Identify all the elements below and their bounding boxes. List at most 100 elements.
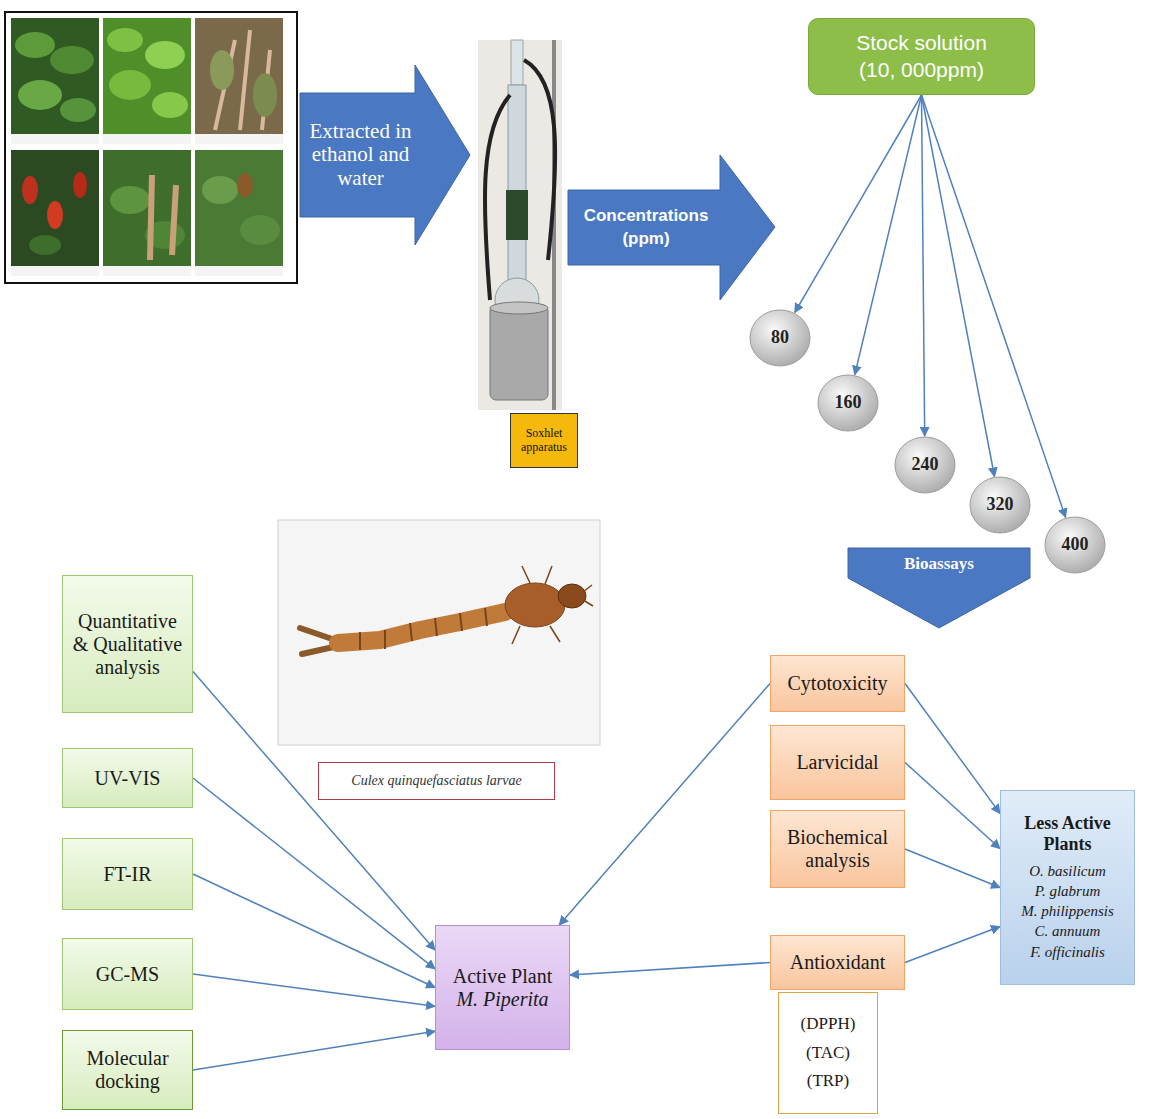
- node-label: Soxhlet apparatus: [515, 427, 573, 455]
- plant-photo-grid: [5, 12, 297, 283]
- node-body: Stock solution (10, 000ppm): [809, 19, 1034, 94]
- plant-photo-grid-part: [195, 266, 283, 276]
- plant-photo-grid-part: [145, 41, 185, 69]
- result-box: Less Active PlantsO. basilicumP. glabrum…: [1000, 790, 1135, 985]
- plant-photo-grid-part: [150, 175, 176, 260]
- concentration-circle-outline-part: [970, 477, 1030, 533]
- larva-photo-part: [338, 612, 505, 643]
- connector-arrow: [905, 684, 1000, 814]
- node-label: 400: [1062, 535, 1089, 555]
- connector-arrow: [193, 778, 435, 969]
- soxhlet-apparatus-photo-part: [485, 95, 510, 300]
- result-heading: Active Plant: [453, 965, 552, 988]
- node-label: GC-MS: [96, 963, 159, 986]
- flow-arrow: Bioassays: [848, 548, 1030, 628]
- connector-arrow: [922, 95, 995, 477]
- text-group: Larvicidal: [777, 751, 898, 774]
- node-label: Extracted in ethanol and water: [306, 120, 415, 191]
- text-group: GC-MS: [69, 963, 186, 986]
- connector-arrow: [193, 672, 435, 950]
- node-body: Bioassays: [858, 550, 1020, 578]
- node-body: Biochemical analysis: [771, 811, 904, 887]
- text-group: Antioxidant: [777, 951, 898, 974]
- plant-photo-grid-part: [11, 134, 99, 144]
- node-body: Concentrations (ppm): [572, 190, 720, 265]
- plant-name: M. Piperita: [456, 988, 548, 1011]
- connector-arrow: [905, 849, 1000, 888]
- node-body: FT-IR: [63, 839, 192, 909]
- node-body: 320: [969, 476, 1031, 534]
- flow-arrow-outline: [568, 155, 775, 300]
- node-body: 160: [817, 374, 879, 432]
- node-body: Culex quinquefasciatus larvae: [319, 763, 554, 799]
- node-body: Antioxidant: [771, 936, 904, 989]
- plant-photo-grid-part: [11, 18, 99, 134]
- plant-photo-grid-part: [29, 235, 61, 255]
- node-body: 240: [894, 436, 956, 494]
- node-body: (DPPH) (TAC) (TRP): [779, 993, 877, 1113]
- soxhlet-apparatus-photo-part: [508, 85, 526, 285]
- plant-photo-grid-part: [73, 172, 87, 198]
- plant-photo-grid-part: [195, 134, 283, 144]
- node-body: Larvicidal: [771, 726, 904, 799]
- text-group: Quantitative & Qualitative analysis: [69, 610, 186, 679]
- caption-box: Soxhlet apparatus: [510, 413, 578, 468]
- node-label: UV-VIS: [95, 767, 161, 790]
- plant-name: C. annuum: [1035, 921, 1101, 941]
- flow-arrow-outline-part: [300, 65, 470, 245]
- node-label: Stock solution (10, 000ppm): [847, 30, 996, 83]
- plant-photo-grid-part: [22, 176, 38, 204]
- text-group: Concentrations (ppm): [572, 205, 720, 249]
- plant-name: M. philippensis: [1021, 901, 1114, 921]
- node-label: Culex quinquefasciatus larvae: [351, 773, 521, 789]
- plant-name: F. officinalis: [1030, 942, 1105, 962]
- node-body: UV-VIS: [63, 749, 192, 807]
- soxhlet-apparatus-photo: [478, 40, 562, 410]
- method-box: Molecular docking: [62, 1030, 193, 1110]
- node-body: Cytotoxicity: [771, 656, 904, 711]
- soxhlet-apparatus-photo-part: [478, 40, 562, 410]
- text-group: Active PlantM. Piperita: [444, 965, 561, 1011]
- node-label: Quantitative & Qualitative analysis: [69, 610, 186, 679]
- larva-photo-part: [360, 608, 487, 650]
- node-label: 240: [912, 455, 939, 475]
- method-box: UV-VIS: [62, 748, 193, 808]
- method-box: Quantitative & Qualitative analysis: [62, 575, 193, 713]
- assay-box: Antioxidant: [770, 935, 905, 990]
- plant-photo-grid-part: [107, 28, 143, 52]
- node-label: Larvicidal: [796, 751, 878, 774]
- node-label: Antioxidant: [790, 951, 886, 974]
- concentration-circle-outline-part: [750, 310, 810, 366]
- assay-box: Larvicidal: [770, 725, 905, 800]
- concentration-circle-outline-part: [895, 437, 955, 493]
- plant-photo-grid-part: [50, 46, 94, 74]
- text-group: 80: [749, 328, 811, 348]
- text-group: 240: [894, 455, 956, 475]
- connector-arrow: [193, 874, 435, 988]
- text-group: Culex quinquefasciatus larvae: [327, 773, 546, 789]
- plant-photo-grid-part: [47, 201, 63, 229]
- plant-photo-grid-part: [109, 70, 151, 100]
- concentration-circle: 320: [969, 476, 1031, 534]
- flow-arrow-outline-part: [848, 548, 1030, 628]
- node-label: 160: [835, 393, 862, 413]
- soxhlet-apparatus-photo-part: [490, 302, 548, 314]
- node-body: Extracted in ethanol and water: [306, 93, 415, 217]
- connector-arrow: [795, 95, 922, 313]
- text-group: Stock solution (10, 000ppm): [847, 30, 996, 83]
- concentration-circle-outline-part: [818, 375, 878, 431]
- node-body: Quantitative & Qualitative analysis: [63, 576, 192, 712]
- soxhlet-apparatus-photo-part: [524, 60, 555, 260]
- assay-box: Cytotoxicity: [770, 655, 905, 712]
- flow-arrow: Concentrations (ppm): [568, 155, 775, 300]
- node-body: Soxhlet apparatus: [511, 414, 577, 467]
- node-label: Bioassays: [904, 554, 974, 574]
- plant-photo-grid-part: [110, 186, 150, 214]
- text-group: UV-VIS: [69, 767, 186, 790]
- method-box: GC-MS: [62, 938, 193, 1010]
- larva-photo-part: [505, 583, 565, 627]
- process-box: Stock solution (10, 000ppm): [808, 18, 1035, 95]
- plant-photo-grid-part: [103, 266, 191, 276]
- concentration-circle: 240: [894, 436, 956, 494]
- text-group: (DPPH) (TAC) (TRP): [785, 1010, 871, 1097]
